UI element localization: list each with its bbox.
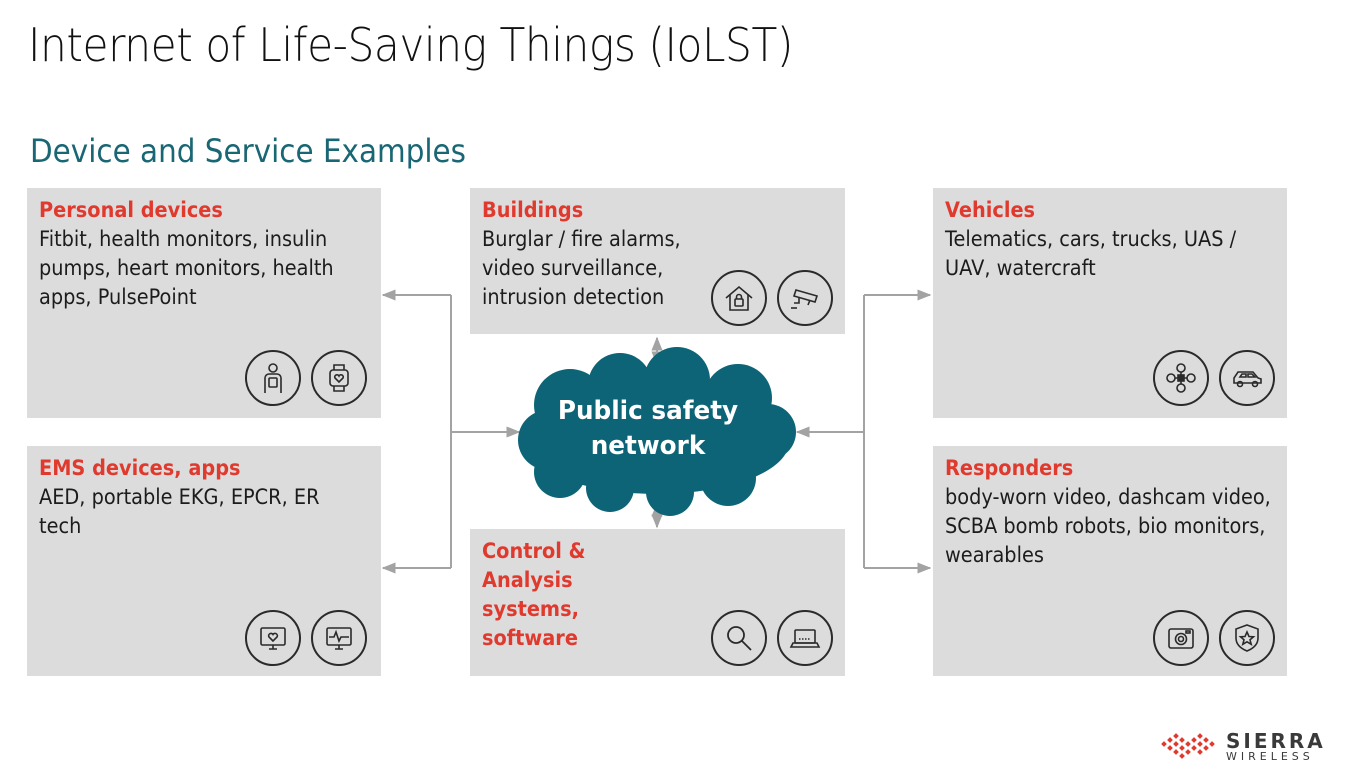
- box-body: Telematics, cars, trucks, UAS / UAV, wat…: [945, 227, 1237, 280]
- logo-sub: WIRELESS: [1226, 749, 1314, 763]
- security-camera-icon: [777, 270, 833, 326]
- cloud-label-line1: Public safety: [557, 396, 739, 426]
- box-ems-devices: EMS devices, apps AED, portable EKG, EPC…: [27, 446, 381, 676]
- car-icon: [1219, 350, 1275, 406]
- box-buildings: Buildings Burglar / fire alarms, video s…: [470, 188, 845, 334]
- box-personal-devices: Personal devices Fitbit, health monitors…: [27, 188, 381, 418]
- box-heading: Vehicles: [945, 198, 1036, 222]
- logo-mark-icon: [1161, 733, 1215, 759]
- heart-monitor-icon: [245, 610, 301, 666]
- page-subtitle: Device and Service Examples: [30, 132, 467, 170]
- cloud-shape: [518, 347, 796, 516]
- cloud-label-line2: network: [590, 431, 706, 461]
- box-heading: Control & Analysis systems, software: [482, 539, 586, 650]
- magnifier-icon: [711, 610, 767, 666]
- box-heading: EMS devices, apps: [39, 456, 241, 480]
- cloud-label: Public safety network: [534, 394, 762, 464]
- police-badge-icon: [1219, 610, 1275, 666]
- page-title: Internet of Life-Saving Things (IoLST): [28, 18, 793, 72]
- box-vehicles: Vehicles Telematics, cars, trucks, UAS /…: [933, 188, 1287, 418]
- drone-icon: [1153, 350, 1209, 406]
- box-responders: Responders body-worn video, dashcam vide…: [933, 446, 1287, 676]
- box-heading: Responders: [945, 456, 1074, 480]
- box-body: Burglar / fire alarms, video surveillanc…: [482, 227, 681, 309]
- box-heading: Buildings: [482, 198, 584, 222]
- sierra-wireless-logo: SIERRA WIRELESS: [1160, 730, 1326, 762]
- box-heading: Personal devices: [39, 198, 223, 222]
- box-body: AED, portable EKG, EPCR, ER tech: [39, 485, 320, 538]
- laptop-icon: [777, 610, 833, 666]
- ekg-icon: [311, 610, 367, 666]
- smartwatch-icon: [311, 350, 367, 406]
- logo-name: SIERRA: [1226, 728, 1326, 753]
- camera-icon: [1153, 610, 1209, 666]
- house-lock-icon: [711, 270, 767, 326]
- person-device-icon: [245, 350, 301, 406]
- box-body: Fitbit, health monitors, insulin pumps, …: [39, 227, 334, 309]
- box-body: body-worn video, dashcam video, SCBA bom…: [945, 485, 1271, 567]
- box-control-analysis: Control & Analysis systems, software: [470, 529, 845, 676]
